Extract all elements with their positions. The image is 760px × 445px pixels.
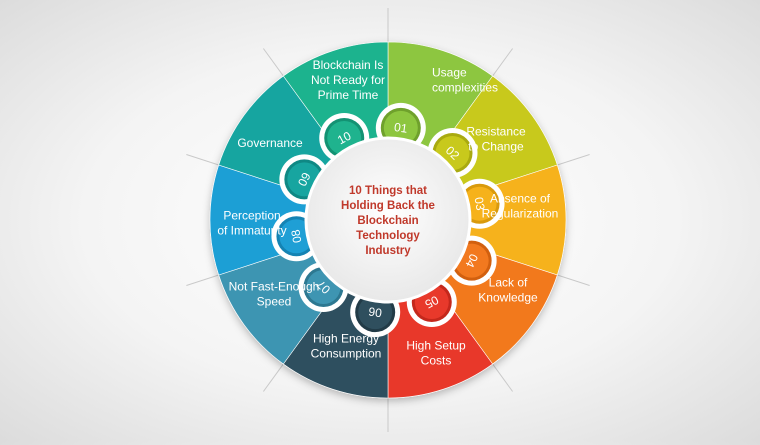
hub-circle bbox=[304, 136, 472, 304]
segment-label-line: Speed bbox=[257, 295, 292, 309]
badge-number: 08 bbox=[288, 228, 304, 244]
segment-label-line: Resistance bbox=[466, 125, 526, 139]
badge-inner bbox=[383, 110, 418, 145]
badge-number: 05 bbox=[422, 293, 441, 312]
segment-label-line: Consumption bbox=[311, 347, 382, 361]
center-title-line: 10 Things that bbox=[349, 185, 427, 197]
center-title-line: Technology bbox=[356, 230, 420, 242]
badge-inner bbox=[358, 295, 393, 330]
badge-number: 01 bbox=[393, 120, 408, 136]
segment-label-line: of Immaturity bbox=[217, 224, 286, 238]
segment-label-line: Regularization bbox=[482, 207, 559, 221]
segment-label-09: Governance bbox=[237, 136, 303, 150]
segment-label-line: Blockchain Is bbox=[313, 58, 384, 72]
segment-label-line: High Energy bbox=[313, 332, 379, 346]
center-title-line: Holding Back the bbox=[341, 200, 435, 212]
badge-number: 10 bbox=[335, 128, 354, 147]
center-title-line: Blockchain bbox=[357, 215, 418, 227]
segment-label-line: Not Fast-Enough bbox=[229, 280, 320, 294]
segment-label-line: Costs bbox=[421, 354, 452, 368]
badge-number: 04 bbox=[462, 252, 481, 270]
segment-label-line: Perception bbox=[223, 209, 280, 223]
segment-label-line: to Change bbox=[468, 140, 524, 154]
badge-number: 06 bbox=[367, 304, 382, 320]
segment-label-line: Governance bbox=[237, 136, 303, 150]
center-title-line: Industry bbox=[365, 245, 411, 257]
segment-label-line: Knowledge bbox=[478, 291, 538, 305]
segment-label-line: Lack of bbox=[489, 276, 528, 290]
segment-label-line: High Setup bbox=[406, 339, 466, 353]
segment-label-line: Absence of bbox=[490, 192, 551, 206]
badge-number: 03 bbox=[472, 196, 488, 212]
center-hub bbox=[304, 136, 472, 304]
badge-number: 09 bbox=[295, 170, 314, 188]
segment-label-line: Prime Time bbox=[318, 88, 379, 102]
segment-label-line: Not Ready for bbox=[311, 73, 385, 87]
segment-label-line: complexities bbox=[432, 81, 498, 95]
segment-label-line: Usage bbox=[432, 66, 467, 80]
